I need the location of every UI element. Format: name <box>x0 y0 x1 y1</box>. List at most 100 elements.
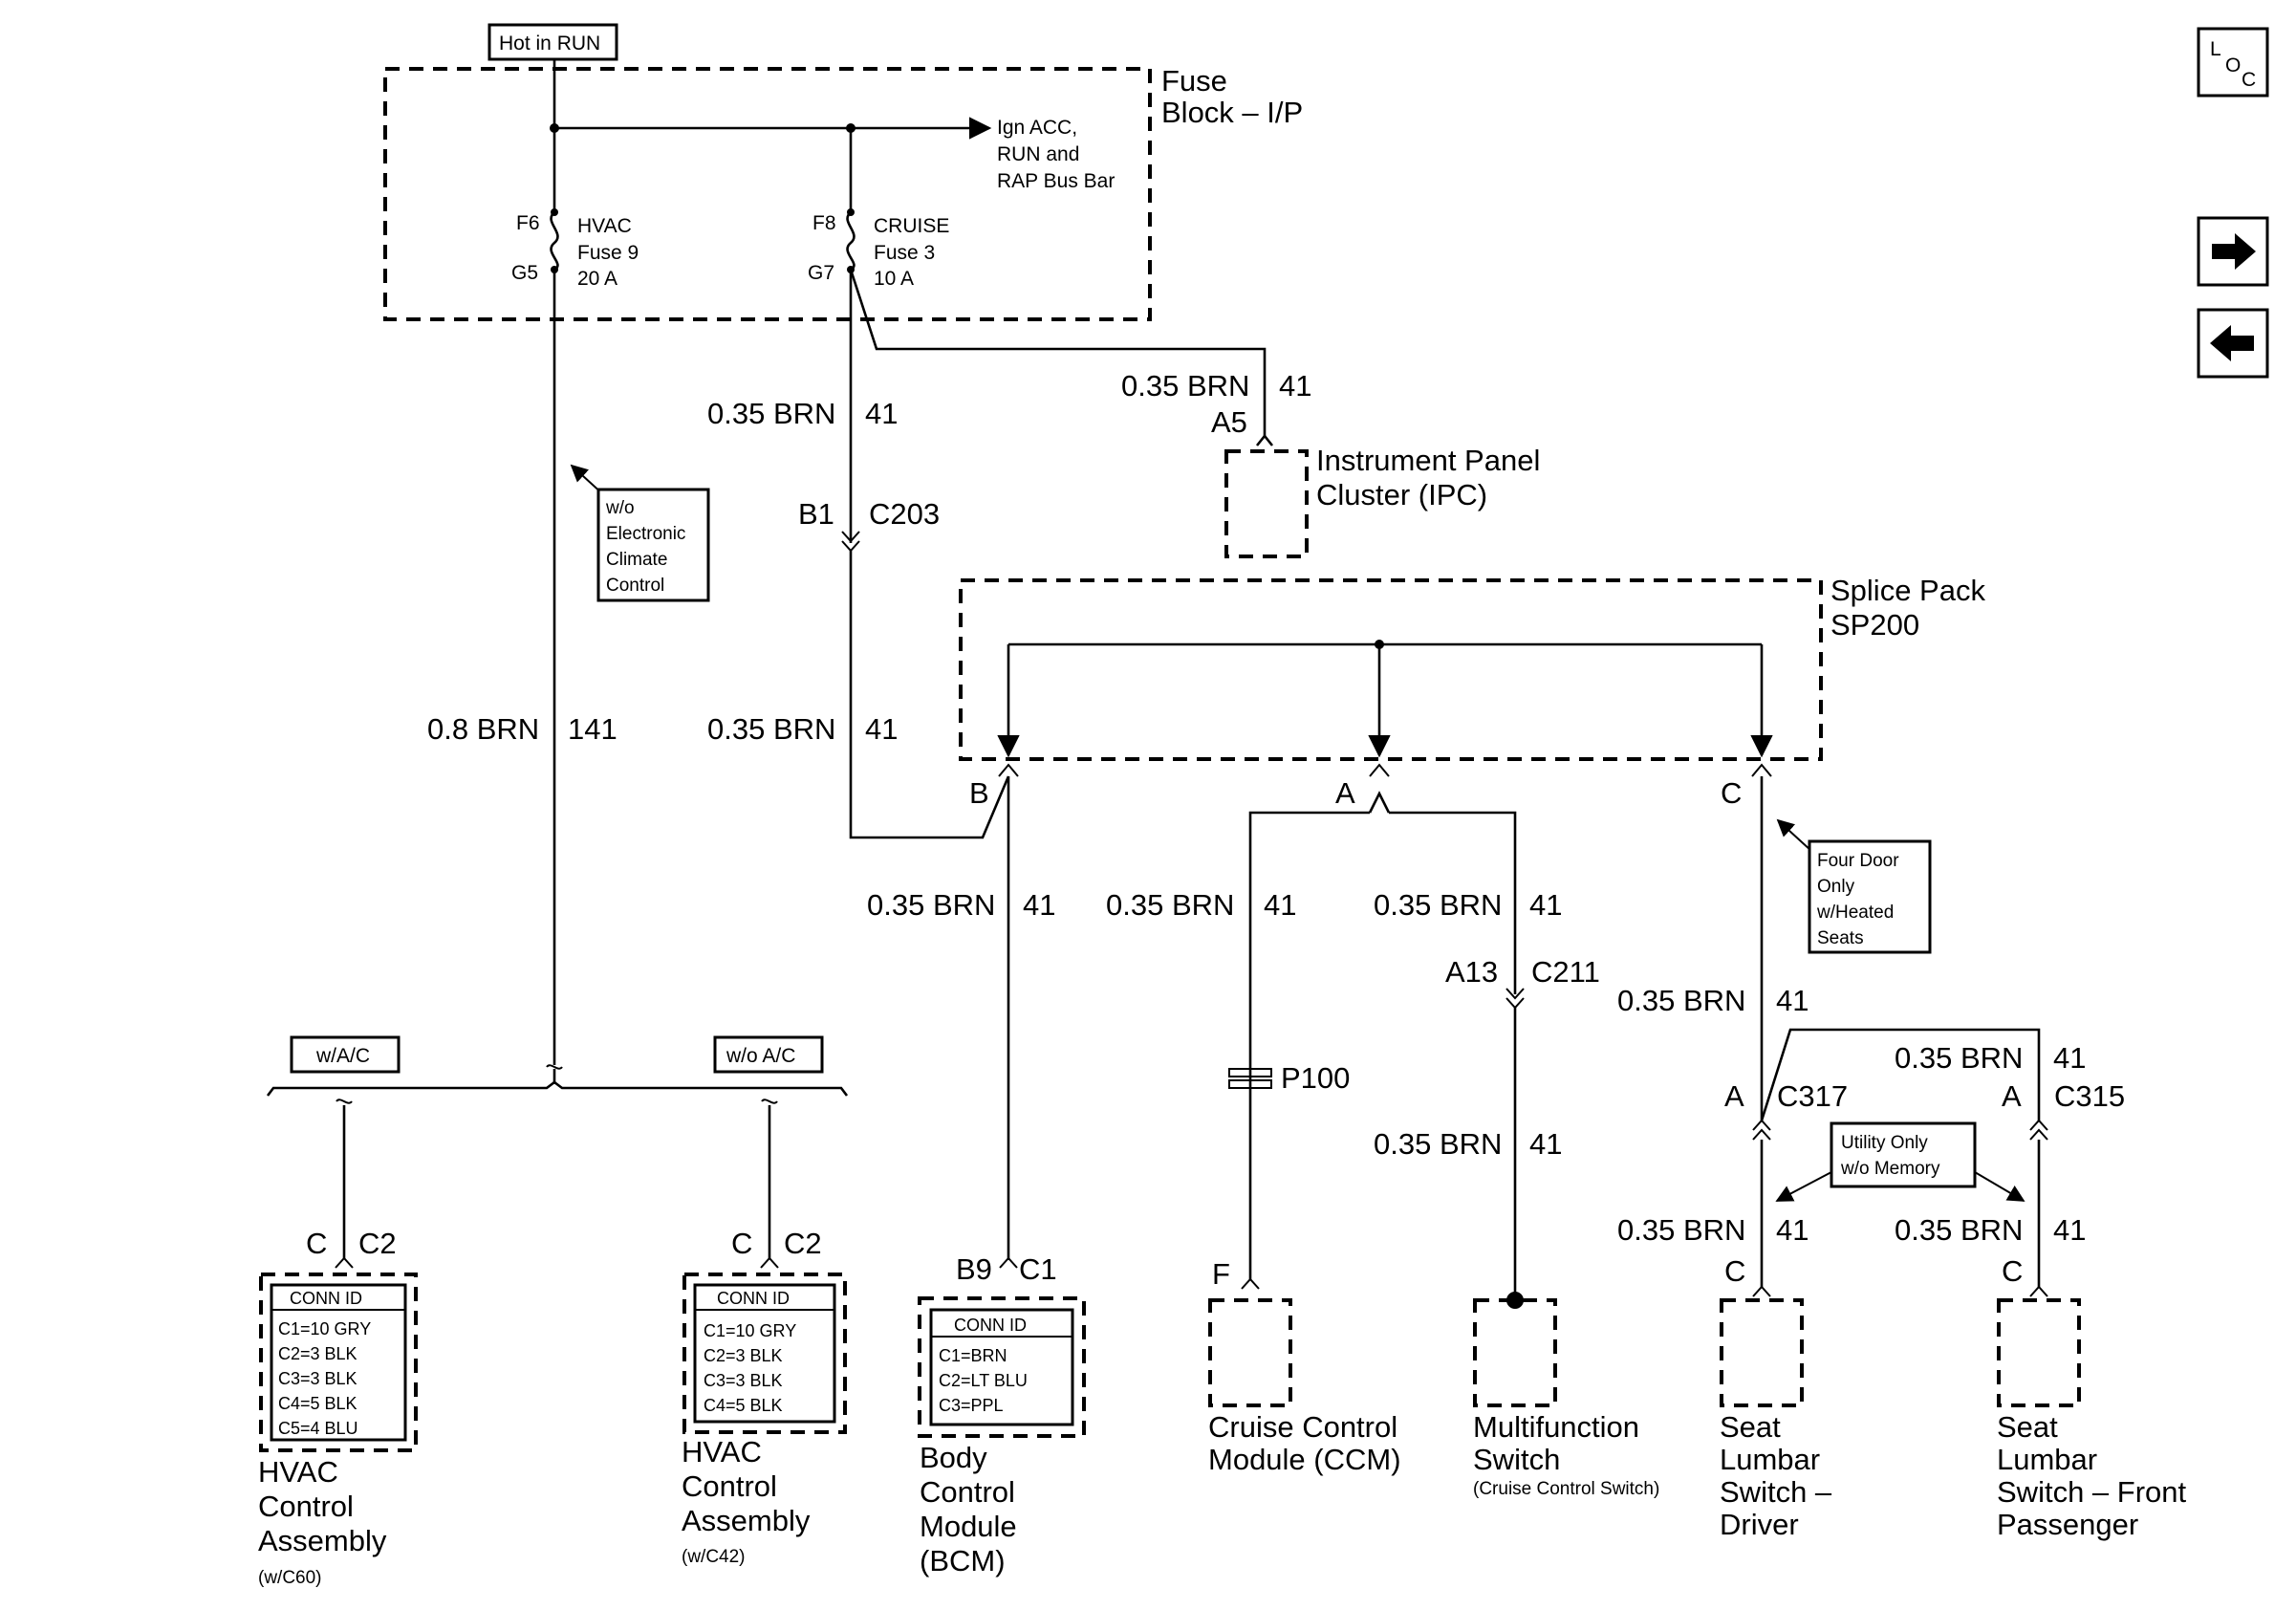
fuse-block-title-2: Block – I/P <box>1161 96 1303 129</box>
cruise-main-wire-lower <box>849 551 1010 839</box>
svg-text:Utility Only: Utility Only <box>1841 1133 1928 1153</box>
svg-text:Only: Only <box>1817 877 1855 897</box>
hvac-c42-name-3: Assembly <box>682 1504 811 1537</box>
c211-lower-wire-color: 0.35 BRN <box>1374 1127 1502 1161</box>
c315-upper-wire-color: 0.35 BRN <box>1895 1041 2023 1075</box>
cruise-fuse-top-pin: F8 <box>812 212 836 234</box>
svg-text:Seats: Seats <box>1817 928 1864 948</box>
c203-upper-wire-color: 0.35 BRN <box>707 397 835 430</box>
ipc-connector-label: A5 <box>1211 405 1247 439</box>
passenger-seat-wire-color: 0.35 BRN <box>1895 1213 2023 1247</box>
passenger-seat-name-2: Lumbar <box>1997 1443 2097 1476</box>
location-icon[interactable]: L O C <box>2197 27 2269 98</box>
hvac-c42-conn-row: C1=10 GRY <box>704 1321 796 1340</box>
ccm-name-1: Cruise Control <box>1208 1410 1397 1444</box>
svg-text:Control: Control <box>606 576 664 596</box>
c203-upper-wire-circuit: 41 <box>865 397 898 430</box>
fuse-block-title-1: Fuse <box>1161 64 1227 98</box>
hvac-c60-conn-row: C1=10 GRY <box>278 1319 371 1338</box>
bus-label-2: RUN and <box>997 143 1079 165</box>
hvac-fuse-name: HVAC <box>577 215 632 237</box>
utility-arrow-right <box>1974 1171 2025 1202</box>
loc-letter-o: O <box>2225 54 2241 76</box>
splice-c-pin <box>1751 763 1772 777</box>
passenger-seat-wire-circuit: 41 <box>2053 1213 2086 1247</box>
hvac-c60-conn-row: C4=5 BLK <box>278 1394 357 1413</box>
multifunction-name-1: Multifunction <box>1473 1410 1639 1444</box>
svg-text:Four Door: Four Door <box>1817 851 1899 871</box>
hvac-c60-outline <box>259 1273 418 1452</box>
passenger-seat-name-1: Seat <box>1997 1410 2058 1444</box>
splice-pack-id: SP200 <box>1830 608 1919 642</box>
c317-pin: A <box>1724 1079 1744 1113</box>
multifunction-outline <box>1473 1298 1557 1407</box>
splice-a-fork <box>1368 791 1391 814</box>
hvac-fuse-rating: 20 A <box>577 268 617 290</box>
driver-seat-outline <box>1720 1298 1804 1407</box>
c203-lower-wire-color: 0.35 BRN <box>707 712 835 746</box>
c211-pin: A13 <box>1445 955 1498 989</box>
c317-upper-wire-color: 0.35 BRN <box>1617 984 1745 1017</box>
bcm-name-2: Control <box>920 1475 1015 1509</box>
ipc-name-2: Cluster (IPC) <box>1316 478 1487 511</box>
svg-text:w/o: w/o <box>605 498 635 518</box>
four-door-note: Four Door Only w/Heated Seats <box>1808 839 1932 954</box>
splice-pack-name: Splice Pack <box>1830 574 1985 607</box>
bcm-pin: B9 <box>956 1252 992 1286</box>
multifunction-name-2: Switch <box>1473 1443 1560 1476</box>
bcm-name-1: Body <box>920 1441 987 1474</box>
hvac-wire-circuit: 141 <box>568 712 617 746</box>
w-ac-label: w/A/C <box>290 1035 401 1074</box>
loc-letter-l: L <box>2210 38 2221 60</box>
p100-label: P100 <box>1281 1061 1350 1095</box>
svg-text:w/o A/C: w/o A/C <box>726 1045 795 1067</box>
hvac-option-bracket <box>266 1080 849 1097</box>
ecc-note: w/o Electronic Climate Control <box>596 488 710 602</box>
hvac-c42-conn-row: C2=3 BLK <box>704 1346 783 1365</box>
loc-letter-c: C <box>2242 69 2256 91</box>
c315-connector <box>2029 1119 2048 1141</box>
hvac-c60-conn-row: C5=4 BLU <box>278 1419 358 1438</box>
driver-seat-wire-color: 0.35 BRN <box>1617 1213 1745 1247</box>
cruise-fuse-symbol <box>846 211 856 272</box>
hvac-c60-break <box>336 1099 353 1104</box>
passenger-seat-connector <box>2029 1285 2048 1297</box>
hvac-wire-color: 0.8 BRN <box>427 712 539 746</box>
c317-label: C317 <box>1777 1079 1848 1113</box>
passenger-branch-wire <box>1760 1028 2041 1121</box>
ccm-pin: F <box>1212 1257 1230 1291</box>
driver-seat-wire-circuit: 41 <box>1776 1213 1809 1247</box>
hvac-c42-connector-label: C2 <box>784 1227 822 1260</box>
bcm-wire-color: 0.35 BRN <box>867 888 995 922</box>
splice-b-pin <box>998 763 1019 777</box>
c315-pin: A <box>2002 1079 2022 1113</box>
back-arrow-icon <box>2210 325 2254 361</box>
c317-upper-wire-circuit: 41 <box>1776 984 1809 1017</box>
hvac-fuse-symbol <box>550 211 559 272</box>
ipc-name-1: Instrument Panel <box>1316 444 1540 477</box>
forward-arrow-icon <box>2212 233 2256 270</box>
multifunction-subtitle: (Cruise Control Switch) <box>1473 1479 1659 1499</box>
passenger-seat-pin: C <box>2002 1254 2023 1288</box>
hvac-c42-subtitle: (w/C42) <box>682 1547 746 1567</box>
hvac-c42-name-2: Control <box>682 1469 777 1503</box>
hvac-c42-outline <box>682 1273 847 1434</box>
passenger-seat-name-4: Passenger <box>1997 1508 2138 1541</box>
hvac-c42-connector <box>760 1256 779 1269</box>
ccm-outline <box>1208 1298 1292 1407</box>
hvac-c42-conn-id-table <box>693 1283 836 1424</box>
bus-label-3: RAP Bus Bar <box>997 170 1115 192</box>
forward-arrow-button[interactable] <box>2197 216 2269 287</box>
c211-upper-wire-color: 0.35 BRN <box>1374 888 1502 922</box>
bcm-name-4: (BCM) <box>920 1544 1006 1577</box>
back-arrow-button[interactable] <box>2197 308 2269 379</box>
svg-text:Climate: Climate <box>606 550 667 570</box>
cruise-fuse-bottom-pin: G7 <box>808 262 834 284</box>
c203-lower-wire-circuit: 41 <box>865 712 898 746</box>
c315-upper-wire-circuit: 41 <box>2053 1041 2086 1075</box>
cruise-fuse-name: CRUISE <box>874 215 949 237</box>
p100-connector-icon <box>1228 1068 1272 1089</box>
ipc-outline <box>1224 449 1309 558</box>
c211-upper-wire-circuit: 41 <box>1529 888 1562 922</box>
svg-text:Electronic: Electronic <box>606 524 685 544</box>
